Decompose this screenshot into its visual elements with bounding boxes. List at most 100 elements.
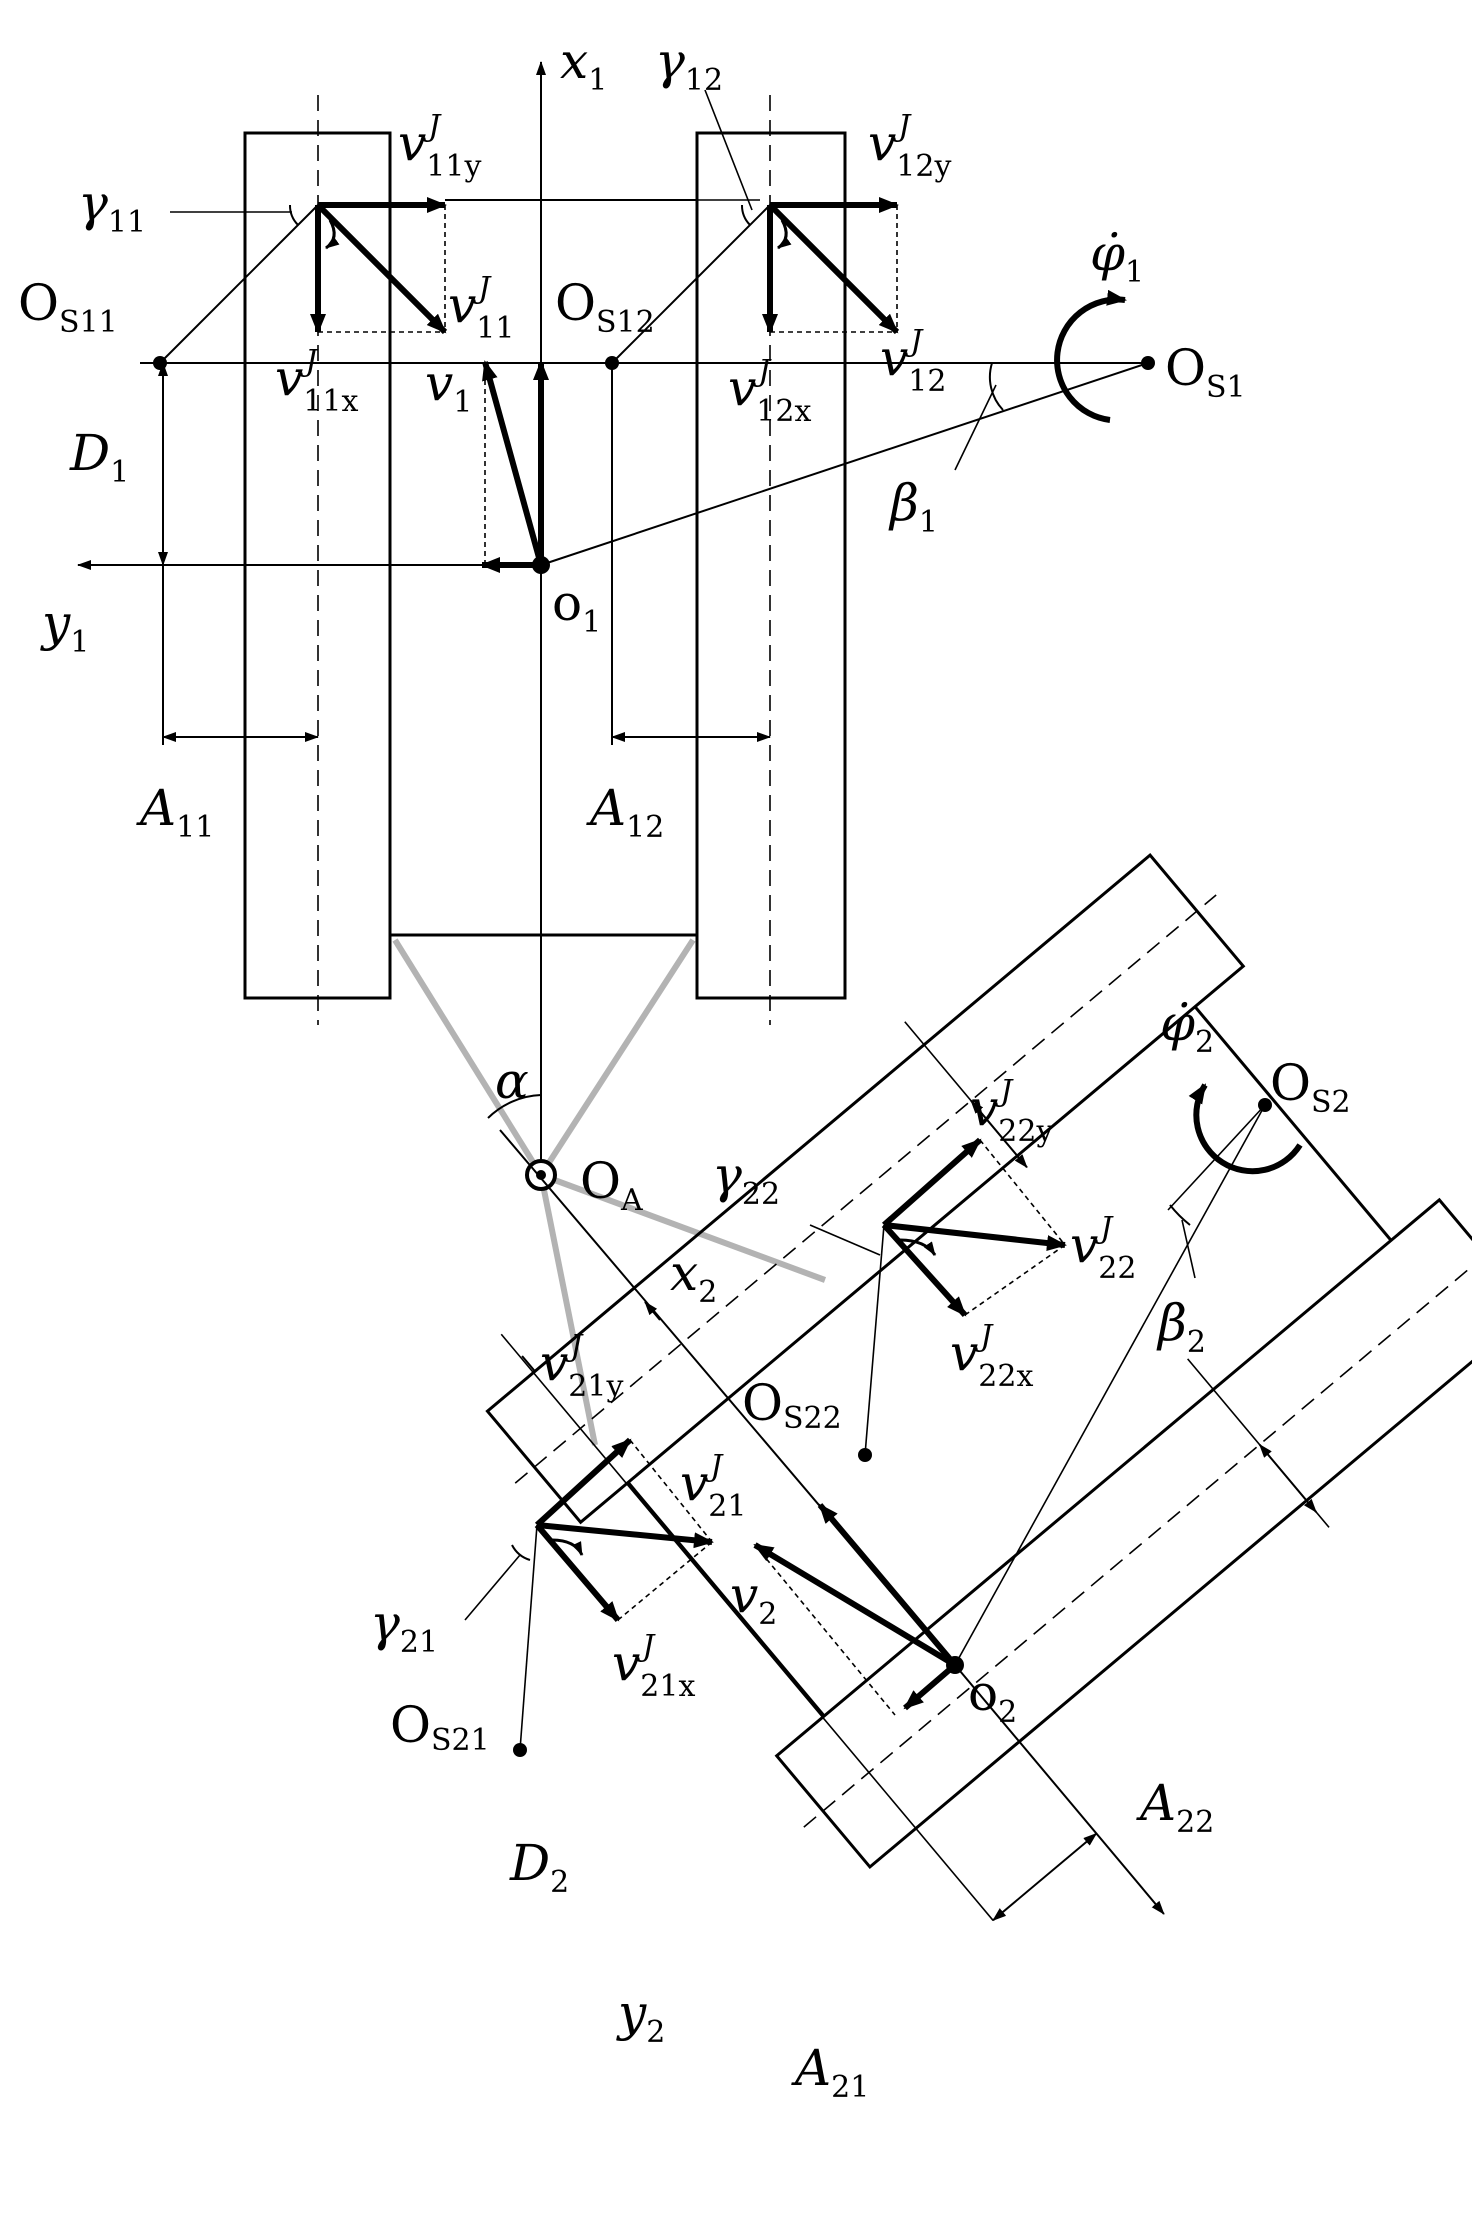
gamma11-arc: [288, 204, 299, 226]
label-a22: A22: [1136, 1774, 1214, 1840]
os1-point: [1141, 356, 1155, 370]
track-21-centerline: [803, 1238, 1472, 1828]
v21-arrow: [536, 1522, 714, 1549]
label-d2: D2: [509, 1834, 569, 1900]
os22-point: [858, 1448, 872, 1462]
label-a12: A12: [586, 779, 664, 845]
label-v2: v2: [730, 1566, 777, 1632]
os21-point: [513, 1743, 527, 1757]
label-a11: A11: [136, 779, 214, 845]
label-os11: OS11: [18, 274, 118, 340]
v22y-arrow: [882, 1137, 982, 1228]
unit-2: [464, 853, 1472, 1922]
v22-box-b: [964, 1244, 1066, 1316]
gamma21-small-arrow: [551, 1538, 584, 1556]
link-1-left: [392, 938, 544, 1177]
v22-box-a: [979, 1139, 1066, 1246]
o1-point: [532, 556, 550, 574]
beta1-leader: [954, 384, 997, 471]
v2-y-component: [903, 1662, 957, 1711]
os11-point: [153, 356, 167, 370]
articulation: [392, 938, 827, 1446]
os2-point: [1258, 1098, 1272, 1112]
track-21-tick: [810, 1700, 825, 1717]
v21-box-b: [617, 1541, 713, 1621]
alpha-arc: [487, 1094, 542, 1119]
line-os11-c11: [159, 204, 319, 364]
o2-point: [946, 1656, 964, 1674]
label-alpha: α: [495, 1052, 529, 1110]
instant-center-line-2: [500, 1333, 994, 1921]
link-2-right: [539, 1172, 827, 1283]
v21y-arrow: [534, 1437, 633, 1528]
gamma21-leader: [464, 1554, 521, 1621]
phi1-rotation-arrow: [1054, 289, 1127, 423]
label-gamma12: γ12: [655, 32, 723, 98]
v11-arrow: [315, 202, 448, 335]
label-o1: o1: [552, 574, 601, 640]
v2-x-component: [817, 1503, 958, 1667]
v21x-arrow: [534, 1523, 621, 1622]
oa-joint-inner: [536, 1170, 546, 1180]
line-o1-os1: [540, 362, 1149, 566]
label-os21: OS21: [390, 1696, 490, 1758]
label-o2: o2: [968, 1664, 1017, 1730]
gamma12-small-arrow: [777, 219, 792, 250]
label-y2: y2: [616, 1984, 665, 2050]
a22-dimension: [970, 1099, 1028, 1169]
label-y1: y1: [40, 594, 89, 660]
d2-dimension: [992, 1832, 1098, 1922]
gamma12-leader: [704, 89, 753, 211]
label-gamma21: γ21: [370, 1594, 438, 1660]
label-x2: x2: [670, 1244, 717, 1310]
gamma12-arc: [740, 204, 751, 226]
label-os2: OS2: [1270, 1054, 1351, 1120]
line-c21-os21: [519, 1524, 538, 1751]
v21-box-a: [629, 1439, 713, 1543]
unit-1: [77, 61, 1155, 1185]
gamma21-arc: [511, 1544, 531, 1561]
link-1-right: [538, 938, 696, 1177]
label-v1: v1: [425, 354, 472, 420]
body-2-front-edge: [626, 1481, 826, 1717]
label-x1: x1: [560, 32, 607, 98]
body-2-rear-edge: [1193, 1005, 1393, 1242]
track-22-tick: [521, 1355, 536, 1372]
beta2-arc: [1169, 1204, 1191, 1226]
x2-arrow: [644, 1301, 661, 1321]
label-beta1: β1: [888, 474, 938, 540]
label-os22: OS22: [742, 1374, 842, 1436]
os12-point: [605, 356, 619, 370]
v2-box: [754, 1544, 896, 1716]
line-o2-os2: [954, 1104, 1266, 1666]
v22-arrow: [883, 1222, 1067, 1251]
v22x-arrow: [881, 1222, 968, 1318]
y2-axis: [954, 1664, 1165, 1915]
v2-arrow: [753, 1542, 957, 1668]
track-22-centerline: [514, 894, 1217, 1484]
v12-arrow: [767, 202, 900, 335]
gamma11-small-arrow: [325, 219, 340, 250]
link-2-left: [538, 1174, 598, 1446]
phi2-rotation-arrow: [1188, 1083, 1303, 1175]
label-phi2: φ̇2: [1160, 994, 1214, 1060]
beta1-arc: [988, 362, 1004, 411]
a21-dimension: [1258, 1443, 1317, 1513]
label-os1: OS1: [1165, 339, 1246, 405]
line-os12-c12: [611, 204, 771, 364]
beta2-leader: [1181, 1219, 1196, 1279]
label-phi1: φ̇1: [1090, 224, 1144, 290]
label-beta2: β2: [1156, 1294, 1206, 1360]
label-d1: D1: [69, 424, 129, 490]
